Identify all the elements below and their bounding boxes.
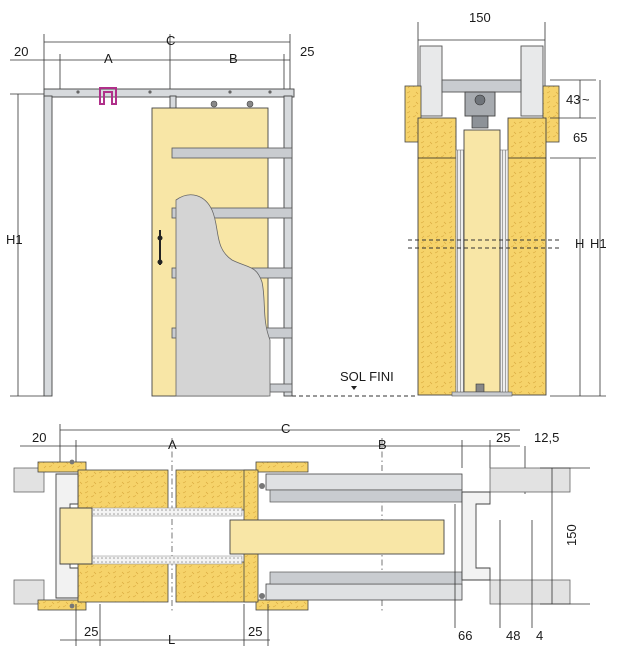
rail-profile-left [419, 45, 443, 117]
bottom-plate [451, 391, 513, 397]
dim-25-label: 25 [300, 44, 314, 59]
insulation-band-bottom [91, 555, 243, 565]
dim-25-label: 25 [496, 430, 510, 445]
dim-h-label: H [575, 236, 584, 251]
pocket-end-profile [461, 491, 491, 581]
pocket-channel-bottom [265, 583, 463, 601]
jamb-block-mid-bottom [175, 561, 255, 603]
tilde-label: ~ [582, 92, 590, 107]
side-section: 150 43 ~ 65 H H [292, 10, 607, 397]
insulation-strip-right [499, 149, 509, 396]
dim-150-label: 150 [469, 10, 491, 25]
wood-ledger-right [542, 85, 560, 143]
hanger-bolt [471, 115, 489, 129]
dim-150-label: 150 [564, 524, 579, 546]
casing-trim-left-top [37, 461, 87, 473]
floor-label: SOL FINI [340, 369, 394, 384]
dim-48-label: 48 [506, 628, 520, 643]
pocket-channel-top [265, 473, 463, 491]
jamb-block-left-bottom [77, 561, 169, 603]
pocket-board-bottom [269, 571, 463, 585]
wall-plaster-right-top [489, 467, 571, 493]
insulation-strip-left [455, 149, 465, 396]
dim-h1-label: H1 [590, 236, 607, 251]
pocket-board-top [269, 489, 463, 503]
trolley-wheel-icon [474, 94, 486, 106]
plan-section: 20 C A B 25 12,5 [13, 421, 590, 647]
dim-25-right-label: 25 [248, 624, 262, 639]
door-edge-left [59, 507, 93, 565]
top-rail [43, 88, 295, 98]
dim-20-label: 20 [32, 430, 46, 445]
dim-c-label: C [166, 33, 175, 48]
wall-board-left [417, 117, 457, 396]
dim-25-left-label: 25 [84, 624, 98, 639]
dim-20-label: 20 [14, 44, 28, 59]
dim-12-5-label: 12,5 [534, 430, 559, 445]
dim-66-label: 66 [458, 628, 472, 643]
dim-b-label: B [229, 51, 238, 66]
door-stop-marker [99, 87, 117, 105]
cutaway-section [175, 194, 271, 397]
screw-icons [69, 459, 265, 609]
dim-a-label: A [168, 437, 177, 452]
dim-43-label: 43 [566, 92, 580, 107]
left-jamb [43, 95, 53, 397]
rail-profile-right [520, 45, 544, 117]
dim-l-label: L [168, 632, 175, 647]
dim-h1-label: H1 [6, 232, 23, 247]
door-in-pocket-plan [229, 519, 445, 555]
pocket-rear-post [283, 95, 293, 397]
wall-plaster-right-bottom [489, 579, 571, 605]
dim-b-label: B [378, 437, 387, 452]
jamb-block-left-top [77, 469, 169, 511]
front-view: 20 A C B 25 H1 [6, 33, 314, 397]
roller-trolley-icon [76, 90, 272, 108]
casing-trim-right-top [255, 461, 309, 473]
dim-4-label: 4 [536, 628, 543, 643]
handle-knob-icon [157, 259, 163, 265]
jamb-block-mid-top [175, 469, 255, 511]
dim-c-label: C [281, 421, 290, 436]
wall-board-right [507, 117, 547, 396]
door-in-pocket [463, 129, 501, 393]
floor-guide [475, 383, 485, 393]
insulation-band-top [91, 507, 243, 517]
casing-trim-right-bottom [255, 599, 309, 611]
handle-knob-icon [157, 235, 163, 241]
dim-65-label: 65 [573, 130, 587, 145]
wood-ledger-left [404, 85, 422, 143]
floor-arrow-icon [351, 386, 357, 390]
casing-trim-left-bottom [37, 599, 87, 611]
dim-a-label: A [104, 51, 113, 66]
top-track [441, 79, 522, 93]
